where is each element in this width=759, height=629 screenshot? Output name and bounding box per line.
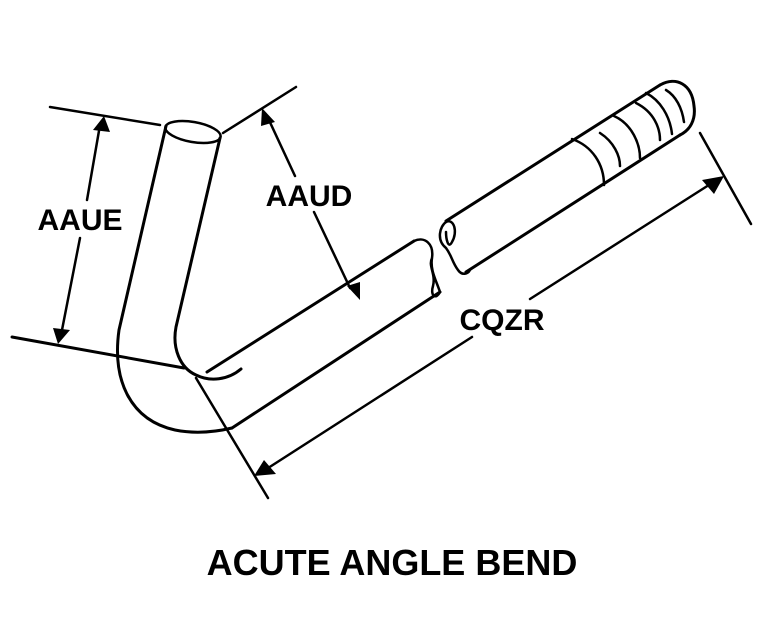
cqzr-extension-right xyxy=(698,131,753,226)
aaue-arrow-up xyxy=(93,116,110,132)
aaue-extension-top xyxy=(48,105,162,127)
dimension-label-aaue: AAUE xyxy=(37,204,122,237)
rod-segment-left xyxy=(205,238,442,430)
rod-left-top-edge xyxy=(205,239,416,374)
dimension-aaue: AAUE xyxy=(10,105,186,370)
rod-right-break xyxy=(438,220,472,275)
cqzr-dim-line-lower xyxy=(263,335,474,472)
aaue-arrow-down xyxy=(53,328,70,344)
thread-arc xyxy=(612,114,642,160)
dimension-label-cqzr: CQZR xyxy=(460,304,545,337)
rod-end-cap xyxy=(658,79,696,137)
aaud-dim-line-lower xyxy=(312,210,352,290)
dimension-aaud: AAUD xyxy=(221,85,360,300)
leg-end-ellipse xyxy=(164,119,222,145)
cqzr-dim-line-upper xyxy=(528,181,714,301)
rod-left-bottom-edge xyxy=(230,290,442,430)
aaud-extension-line xyxy=(221,85,298,135)
dimension-label-aaud: AAUD xyxy=(266,180,353,213)
thread-start-line xyxy=(570,137,606,187)
thread-arc xyxy=(644,91,674,136)
rod-right-break-loop xyxy=(444,220,457,246)
rod-segment-right xyxy=(438,79,696,275)
rod-left-break xyxy=(412,238,442,298)
leg-outer-edge xyxy=(116,124,234,434)
aaue-dim-line-lower xyxy=(60,236,82,332)
aaue-dim-line-upper xyxy=(85,123,102,202)
aaud-dim-line-upper xyxy=(266,116,297,178)
dimension-cqzr: CQZR xyxy=(194,131,753,500)
aaud-arrow-up xyxy=(261,108,275,126)
aaud-arrow-down xyxy=(347,282,360,300)
thread-arc xyxy=(598,131,622,168)
leg-inner-edge xyxy=(173,136,243,381)
thread-arc xyxy=(634,101,662,142)
thread-arc xyxy=(664,88,686,124)
cqzr-arrow-right xyxy=(702,176,724,194)
rod-leg xyxy=(116,119,243,434)
aaue-extension-bottom xyxy=(10,335,186,370)
rod-right-bottom-edge xyxy=(464,133,682,274)
cqzr-arrow-left xyxy=(254,460,276,476)
cqzr-extension-left xyxy=(194,376,270,500)
diagram-title: ACUTE ANGLE BEND xyxy=(207,542,578,583)
rod-right-top-edge xyxy=(444,83,662,223)
